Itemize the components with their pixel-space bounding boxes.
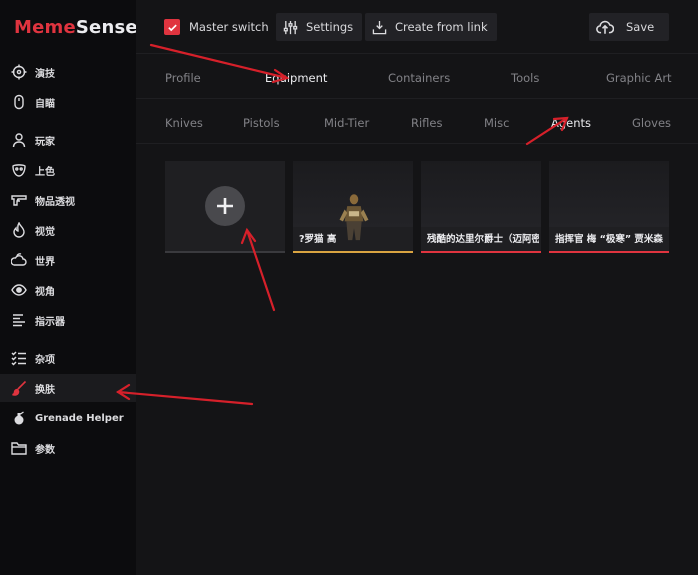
sidebar-item-label: 世界 [35,256,55,268]
agent-thumbnail [421,161,541,227]
sidebar-item-skins[interactable]: 换肤 [0,374,136,402]
sidebar-item-players[interactable]: 玩家 [0,126,136,154]
agent-name: 指挥官 梅 “极寒” 贾米森 [555,234,663,245]
brush-icon [10,380,27,397]
person-icon [10,132,27,149]
card-divider [165,251,285,253]
sidebar-item-label: 指示器 [35,316,65,328]
tab-gloves[interactable]: Gloves [632,116,672,130]
plus-icon [205,186,245,226]
sidebar-item-aimbot[interactable]: 自瞄 [0,88,136,116]
add-agent-card[interactable] [165,161,285,253]
agent-name: 残酷的达里尔爵士（迈阿密 [427,234,539,245]
master-switch-label[interactable]: Master switch [189,20,269,34]
secondary-tabs: Knives Pistols Mid-Tier Rifles Misc Agen… [136,100,698,144]
weather-icon [10,252,27,269]
primary-tabs: Profile Equipment Containers Tools Graph… [136,55,698,99]
mask-icon [10,162,27,179]
tab-containers[interactable]: Containers [388,71,451,85]
agent-card[interactable]: 指挥官 梅 “极寒” 贾米森 [549,161,669,253]
sidebar-item-label: 玩家 [35,136,55,148]
create-from-link-label: Create from link [395,20,488,34]
sidebar-item-label: 上色 [35,166,55,178]
save-label: Save [626,20,655,34]
rarity-bar [421,251,541,253]
agent-card[interactable]: ?罗猫 高 [293,161,413,253]
tab-misc[interactable]: Misc [484,116,510,130]
save-button[interactable]: Save [589,13,669,41]
sidebar-item-item-esp[interactable]: 物品透视 [0,186,136,214]
sidebar: MemeSense 演技 自瞄 玩家 上色 物品透视 视觉 [0,0,138,575]
settings-button[interactable]: Settings [276,13,363,41]
logo-text-sense: Sense [75,17,138,38]
tab-profile[interactable]: Profile [165,71,201,85]
flame-icon [10,222,27,239]
sidebar-item-label: 演技 [35,68,55,80]
agent-name: ?罗猫 高 [299,234,337,245]
sidebar-item-label: 参数 [35,444,55,456]
gun-icon [10,192,27,209]
rarity-bar [549,251,669,253]
indicator-list-icon [10,312,27,329]
sidebar-item-grenade-helper[interactable]: Grenade Helper [0,404,136,432]
checkmark-icon [167,24,177,31]
sidebar-item-chams[interactable]: 上色 [0,156,136,184]
create-from-link-button[interactable]: Create from link [365,13,497,41]
sidebar-item-view[interactable]: 视角 [0,276,136,304]
sidebar-item-legit[interactable]: 演技 [0,58,136,86]
sidebar-item-label: Grenade Helper [35,412,124,424]
tab-mid-tier[interactable]: Mid-Tier [324,116,370,130]
sidebar-item-label: 视觉 [35,226,55,238]
agent-figure-icon [339,194,369,241]
crosshair-icon [10,64,27,81]
download-tray-icon [372,20,387,34]
agent-card[interactable]: 残酷的达里尔爵士（迈阿密 [421,161,541,253]
folder-icon [10,440,27,457]
agents-grid: ?罗猫 高 残酷的达里尔爵士（迈阿密 指挥官 梅 “极寒” 贾米森 [136,145,698,575]
tab-agents[interactable]: Agents [551,116,592,130]
sidebar-item-label: 视角 [35,286,55,298]
tab-tools[interactable]: Tools [511,71,540,85]
checklist-icon [10,350,27,367]
sidebar-item-indicators[interactable]: 指示器 [0,306,136,334]
tab-graphic-art[interactable]: Graphic Art [606,71,672,85]
tab-knives[interactable]: Knives [165,116,203,130]
logo-text-meme: Meme [14,17,76,38]
sidebar-item-label: 换肤 [35,384,55,396]
tab-equipment[interactable]: Equipment [265,71,328,85]
sidebar-item-label: 自瞄 [35,98,55,110]
rarity-bar [293,251,413,253]
tab-pistols[interactable]: Pistols [243,116,280,130]
sidebar-item-misc[interactable]: 杂项 [0,344,136,372]
sidebar-item-configs[interactable]: 参数 [0,434,136,462]
sidebar-item-label: 物品透视 [35,196,75,208]
top-toolbar: Master switch Settings Create from link … [136,0,698,54]
sliders-icon [283,20,298,34]
agent-thumbnail [549,161,669,227]
tab-rifles[interactable]: Rifles [411,116,443,130]
sidebar-item-visuals[interactable]: 视觉 [0,216,136,244]
sidebar-item-label: 杂项 [35,354,55,366]
grenade-icon [10,410,27,427]
master-switch-checkbox[interactable] [164,19,180,35]
cloud-upload-icon [596,20,614,34]
agent-thumbnail [293,161,413,241]
eye-icon [10,282,27,299]
settings-label: Settings [306,20,354,34]
app-logo: MemeSense [14,17,138,38]
sidebar-item-world[interactable]: 世界 [0,246,136,274]
mouse-icon [10,94,27,111]
